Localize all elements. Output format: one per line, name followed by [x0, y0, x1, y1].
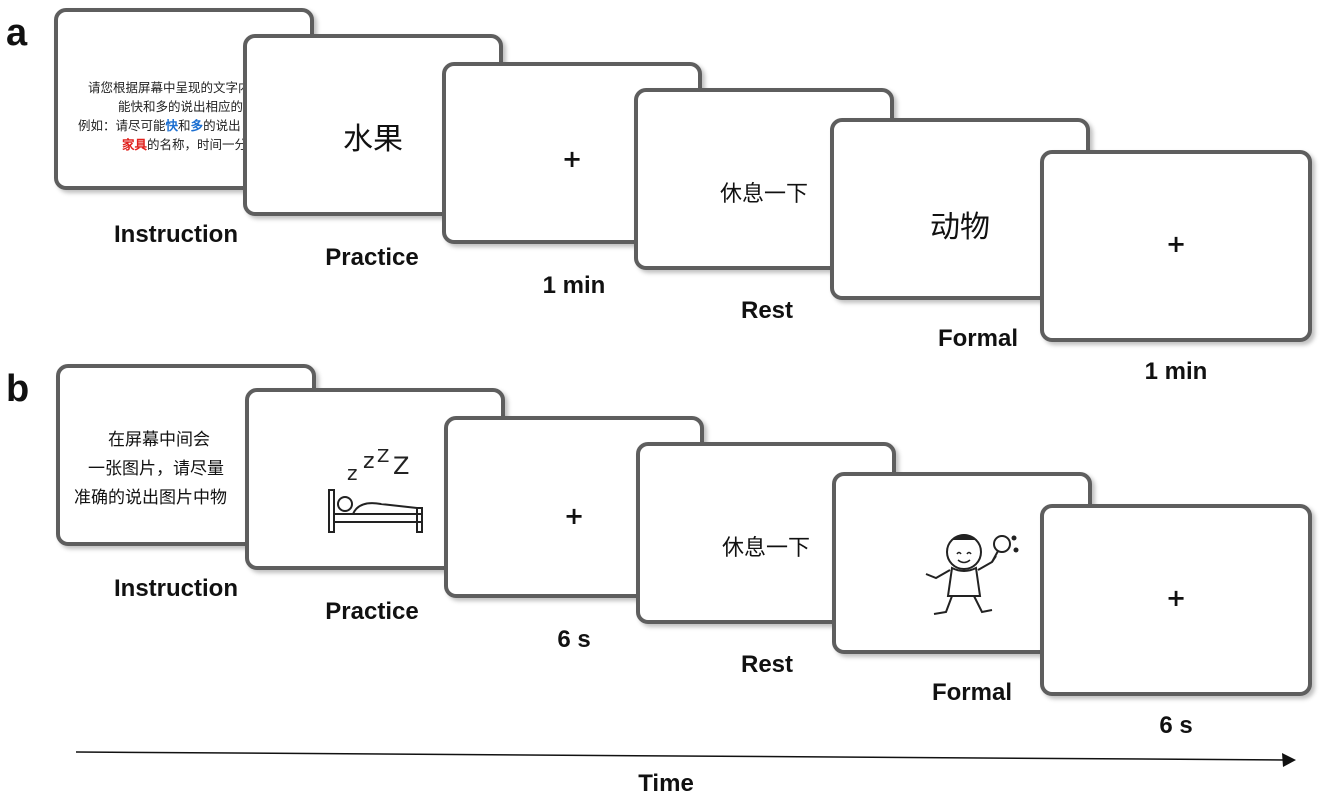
- fixation-cross-b2: +: [1165, 584, 1187, 612]
- fixation-cross-a2: +: [1165, 230, 1187, 258]
- instruction-text-b: 在屏幕中间会 一张图片，请尽量 准确的说出图片中物: [74, 430, 227, 508]
- fixation-card-a2: +: [1040, 150, 1312, 342]
- panel-label-b: b: [6, 368, 30, 410]
- duration-label-a1: 1 min: [542, 272, 606, 299]
- panel-label-a: a: [6, 12, 28, 54]
- fixation-card-b2: +: [1040, 504, 1312, 696]
- formal-label-b: Formal: [931, 679, 1012, 706]
- sleeping-in-bed-icon: z z Z Z: [328, 446, 423, 533]
- child-holding-rattle-icon: [925, 534, 1019, 615]
- svg-text:Z: Z: [393, 452, 409, 480]
- svg-text:z: z: [363, 449, 375, 474]
- duration-label-a2: 1 min: [1144, 358, 1208, 385]
- instruction-text-a: 请您根据屏幕中呈现的文字内 能快和多的说出相应的 例如：请尽可能快和多的说出 家…: [78, 80, 251, 152]
- svg-text:Z: Z: [377, 446, 389, 467]
- duration-label-b1: 6 s: [557, 626, 591, 653]
- time-axis-label: Time: [638, 770, 694, 797]
- duration-label-b2: 6 s: [1159, 712, 1193, 739]
- fixation-cross-a1: +: [561, 145, 583, 173]
- fixation-cross-b1: +: [563, 502, 585, 530]
- practice-word-a: 水果: [343, 122, 403, 157]
- formal-word-a: 动物: [930, 210, 990, 245]
- rest-label-a: Rest: [740, 297, 794, 324]
- formal-label-a: Formal: [937, 325, 1018, 352]
- practice-label-b: Practice: [325, 598, 419, 625]
- svg-text:z: z: [347, 461, 358, 485]
- rest-text-a: 休息一下: [719, 182, 808, 207]
- rest-label-b: Rest: [740, 651, 794, 678]
- instruction-label-a: Instruction: [114, 221, 238, 248]
- rest-text-b: 休息一下: [721, 536, 810, 561]
- practice-label-a: Practice: [325, 244, 419, 271]
- instruction-label-b: Instruction: [114, 575, 238, 602]
